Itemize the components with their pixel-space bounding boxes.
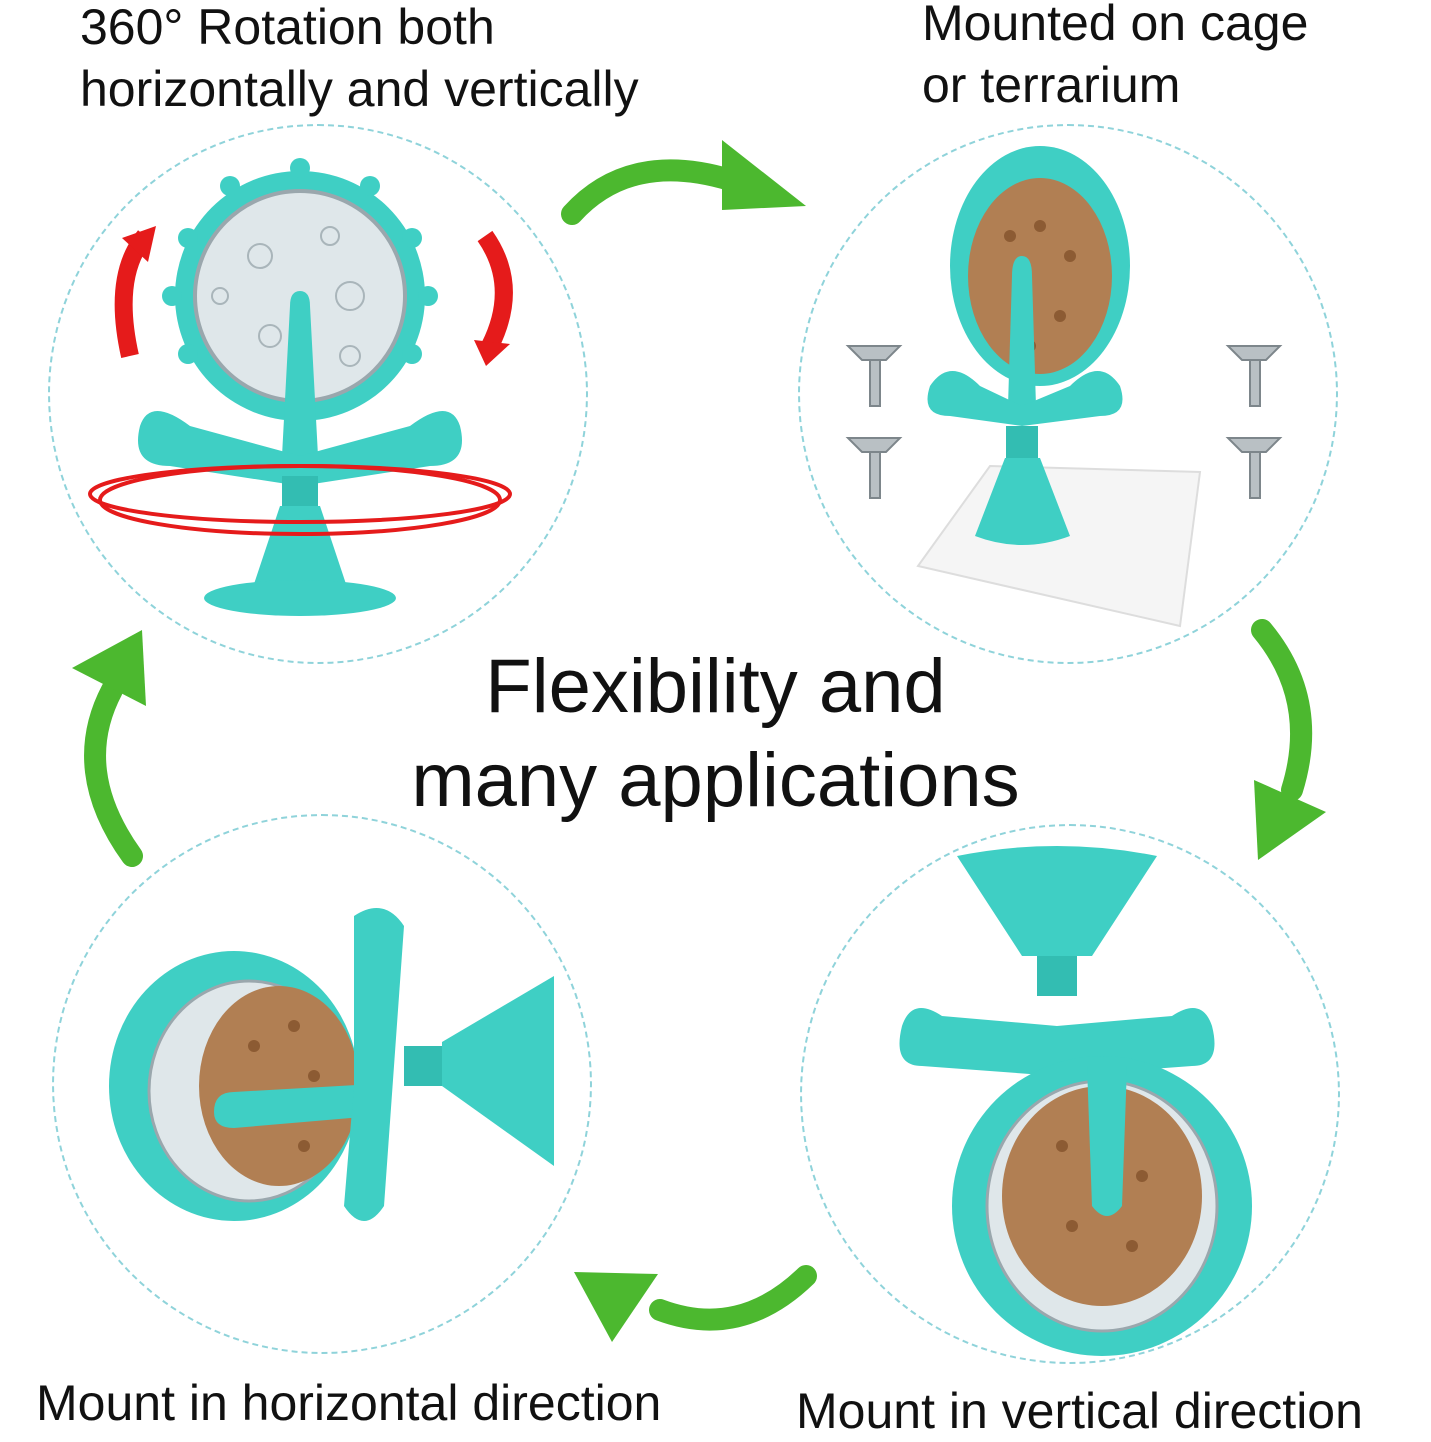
feeder-illustration (109, 908, 554, 1221)
cycle-arrow-icon-bottom (574, 1265, 817, 1342)
caption-horizontal-mount: Mount in horizontal direction (36, 1375, 662, 1431)
caption-vertical-mount: Mount in vertical direction (796, 1383, 1363, 1439)
panel-horizontal-mount (52, 814, 592, 1354)
feeder-illustration (899, 846, 1252, 1356)
cycle-arrow-icon-right (1251, 619, 1326, 860)
cycle-arrow-icon-top (561, 140, 806, 225)
center-title: Flexibility and many applications (411, 644, 1020, 823)
feeder-illustration (88, 158, 513, 616)
caption-rotation: 360° Rotation both horizontally and vert… (80, 0, 639, 117)
feeder-illustration (845, 146, 1283, 628)
caption-cage-mount: Mounted on cage or terrarium (922, 0, 1309, 113)
wing-screw-icon (845, 345, 1283, 499)
panel-cage-mount (798, 124, 1338, 664)
cycle-arrow-icon-left (72, 630, 146, 867)
rotation-arrow-icon (88, 464, 512, 536)
panel-rotation (48, 124, 588, 664)
panel-vertical-mount (800, 824, 1340, 1364)
